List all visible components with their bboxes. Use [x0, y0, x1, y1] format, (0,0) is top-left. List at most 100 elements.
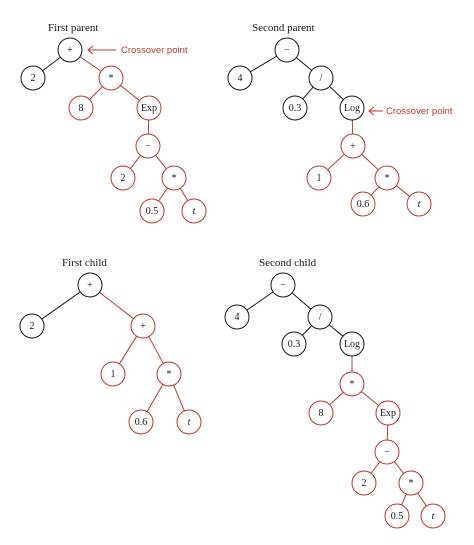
tree-edge	[301, 325, 313, 336]
tree-edge	[291, 292, 312, 310]
node-circle	[130, 313, 156, 339]
node-label: *	[167, 369, 172, 380]
node-circle	[227, 65, 253, 91]
node-circle	[350, 191, 376, 217]
node-circle	[340, 133, 366, 159]
crossover-label: Crossover point	[121, 45, 188, 56]
node-label: 0.3	[289, 103, 302, 114]
tree-edge	[42, 56, 61, 72]
node-circle	[420, 503, 446, 529]
tree-node-c2-mul: *	[339, 371, 365, 397]
tree-edge	[99, 291, 134, 320]
crossover-annotation-second-parent: Crossover point	[368, 106, 453, 117]
node-circle	[281, 331, 307, 357]
node-label: *	[409, 478, 414, 489]
node-label: 8	[319, 408, 324, 419]
node-circle	[100, 361, 126, 387]
second-parent-title: Second parent	[252, 22, 315, 34]
node-circle	[136, 95, 162, 121]
tree-node-c2-4: 4	[224, 304, 250, 330]
node-label: /	[319, 312, 322, 323]
node-label: +	[350, 141, 356, 152]
node-circle	[68, 95, 94, 121]
node-label: −	[284, 45, 290, 56]
tree-node-c2-2: 2	[351, 470, 377, 496]
tree-edge	[302, 86, 314, 100]
node-circle	[161, 165, 187, 191]
node-circle	[339, 95, 365, 121]
tree-node-c2-03: 0.3	[281, 331, 307, 357]
node-label: 0.6	[135, 417, 148, 428]
tree-node-p1-8: 8	[68, 95, 94, 121]
node-label: 0.5	[146, 206, 159, 217]
tree-node-p1-mul: *	[98, 65, 124, 91]
tree-edge	[393, 461, 405, 474]
node-circle	[20, 65, 46, 91]
tree-node-c1-06: 0.6	[128, 409, 154, 435]
tree-edge	[329, 85, 344, 101]
tree-node-c2-root: −	[270, 272, 296, 298]
tree-edge	[246, 291, 274, 311]
node-label: 8	[79, 103, 84, 114]
node-label: /	[320, 73, 323, 84]
node-label: t	[193, 206, 196, 217]
tree-edge	[401, 493, 407, 506]
tree-edge	[328, 324, 344, 337]
node-label: *	[385, 173, 390, 184]
node-circle	[156, 361, 182, 387]
node-circle	[77, 272, 103, 298]
node-circle	[406, 191, 432, 217]
node-label: 1	[111, 369, 116, 380]
tree-node-p1-exp: Exp	[136, 95, 162, 121]
tree-edge	[329, 391, 344, 406]
tree-node-p2-03: 0.3	[282, 95, 308, 121]
tree-edge	[89, 86, 103, 100]
node-circle	[128, 409, 154, 435]
tree-node-p2-div: /	[308, 65, 334, 91]
node-circle	[135, 133, 161, 159]
tree-node-c2-exp: Exp	[375, 400, 401, 426]
node-circle	[306, 165, 332, 191]
node-label: *	[172, 173, 177, 184]
node-label: 0.5	[391, 511, 404, 522]
tree-node-c1-1: 1	[100, 361, 126, 387]
tree-edge	[417, 492, 427, 507]
node-circle	[274, 37, 300, 63]
second-child-title: Second child	[259, 257, 317, 269]
node-circle	[374, 439, 400, 465]
tree-node-c1-mul: *	[156, 361, 182, 387]
node-label: 2	[30, 321, 35, 332]
node-label: Log	[344, 103, 360, 114]
tree-node-c2-log: Log	[339, 331, 365, 357]
tree-node-p1-root: +	[57, 37, 83, 63]
tree-node-p1-mul2: *	[161, 165, 187, 191]
tree-node-p2-mul: *	[374, 165, 400, 191]
tree-node-c2-mul2: *	[398, 470, 424, 496]
node-label: 4	[238, 73, 243, 84]
tree-node-p1-2b: 2	[110, 165, 136, 191]
node-label: t	[188, 417, 191, 428]
node-circle	[375, 400, 401, 426]
node-label: t	[418, 199, 421, 210]
node-circle	[181, 198, 207, 224]
tree-edge	[129, 155, 142, 169]
tree-edge	[148, 336, 164, 364]
tree-node-p2-1: 1	[306, 165, 332, 191]
node-circle	[282, 95, 308, 121]
tree-edge	[361, 153, 379, 171]
node-circle	[270, 272, 296, 298]
node-label: −	[145, 141, 151, 152]
node-circle	[98, 65, 124, 91]
tree-node-c2-minus: −	[374, 439, 400, 465]
tree-edge	[395, 185, 411, 197]
tree-edge	[158, 187, 168, 202]
crossover-annotation-first-parent: Crossover point	[87, 45, 188, 56]
tree-node-c1-root: +	[77, 272, 103, 298]
node-circle	[308, 65, 334, 91]
first-parent-title: First parent	[48, 22, 98, 34]
node-label: −	[280, 280, 286, 291]
node-label: *	[109, 73, 114, 84]
tree-node-c1-plus: +	[130, 313, 156, 339]
tree-edge	[370, 461, 381, 474]
